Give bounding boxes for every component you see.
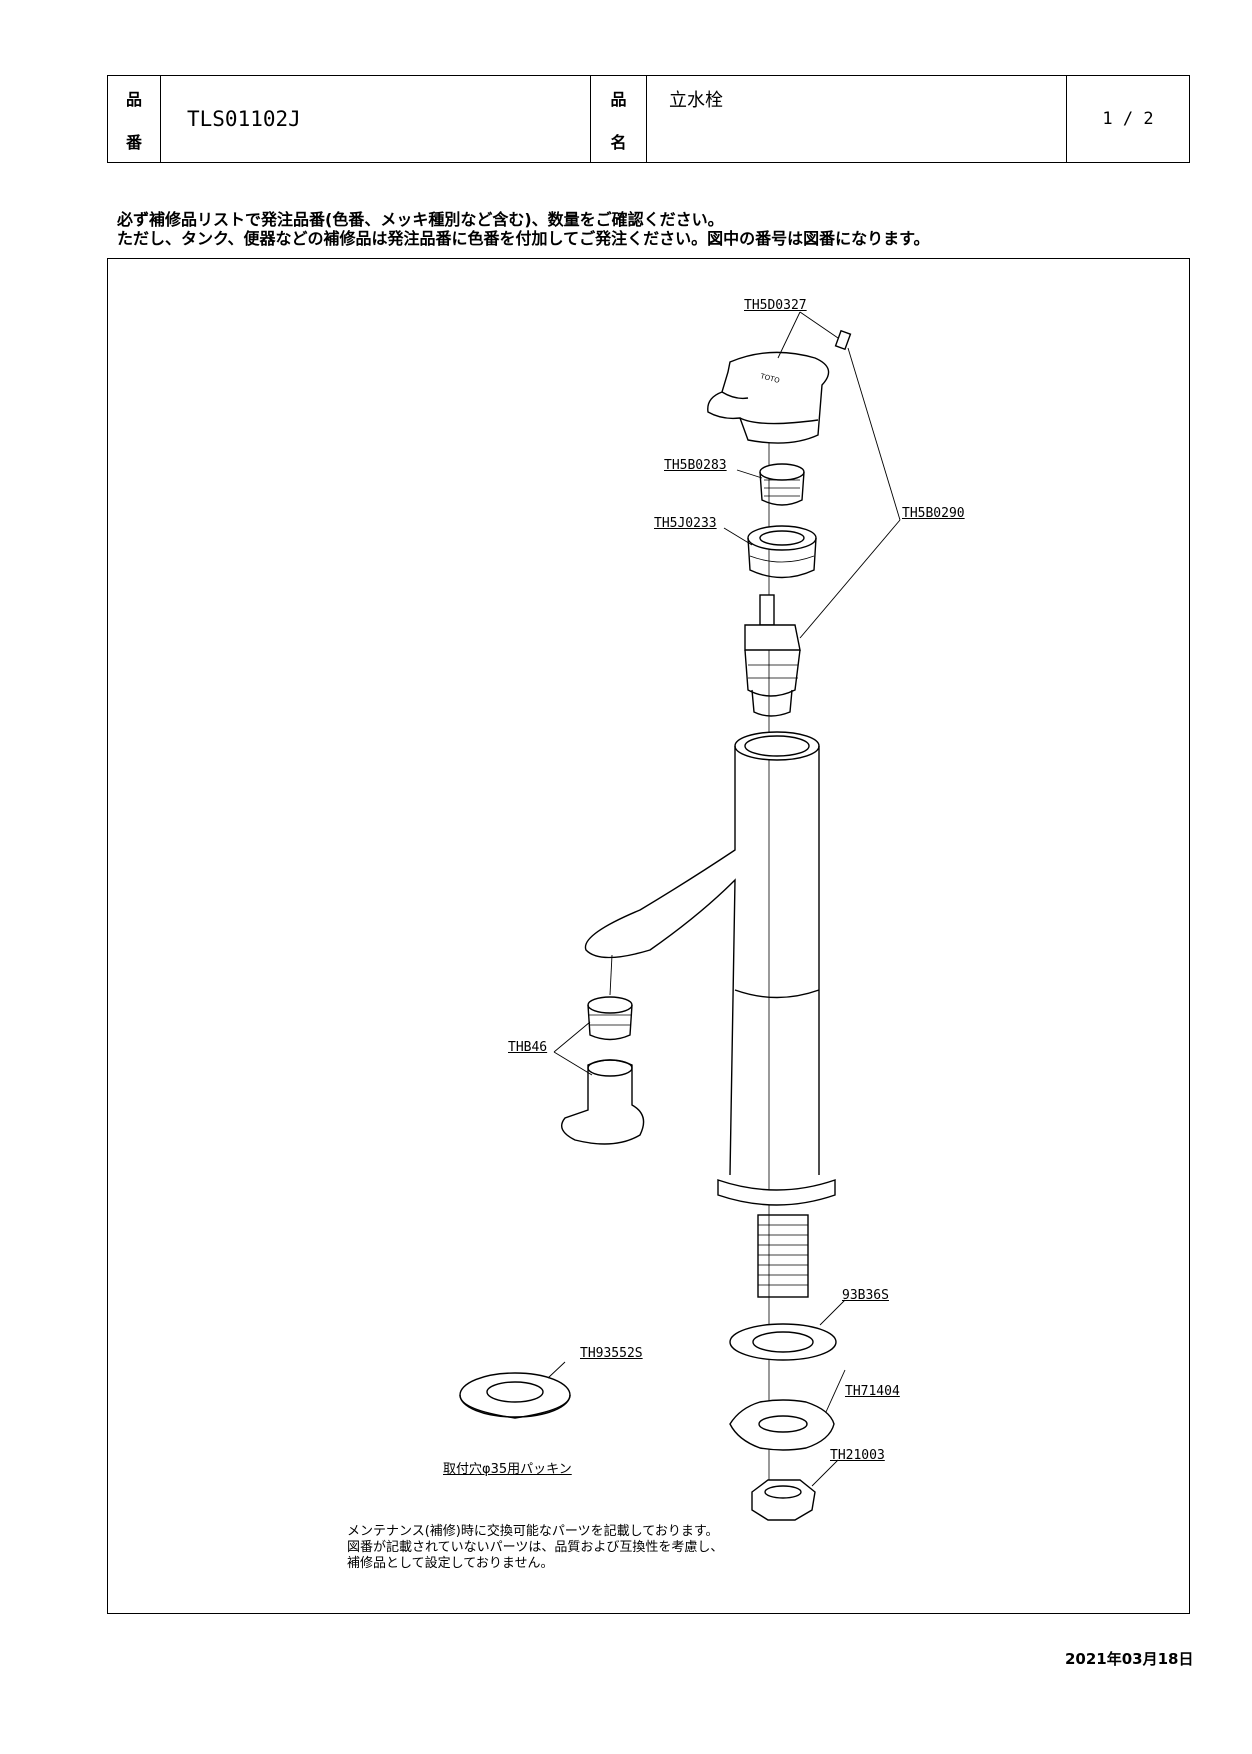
- label-lock-nut: TH21003: [830, 1448, 885, 1463]
- label-aerator: THB46: [508, 1040, 548, 1055]
- page-indicator: 1 / 2: [1102, 109, 1154, 129]
- washer-shape: [729, 1323, 837, 1361]
- leader-lines: [547, 311, 901, 1487]
- leader-lock-nut: [811, 1459, 839, 1487]
- leader-packing: [547, 1361, 566, 1379]
- nut-shape: [747, 525, 817, 579]
- part-number-value: TLS01102J: [161, 76, 591, 162]
- issue-date: 2021年03月18日: [1065, 1650, 1194, 1668]
- aerator-key-shape: [561, 1059, 645, 1145]
- aerator-shape: [587, 996, 633, 1041]
- label-cap: TH5B0283: [664, 458, 727, 473]
- leader-aerator: [553, 1021, 591, 1053]
- cartridge-shape: [744, 594, 801, 717]
- faucet-body-shape: [584, 731, 836, 1298]
- part-number-label: 品 番: [108, 76, 161, 162]
- label-cartridge: TH5B0290: [902, 506, 965, 521]
- maintenance-line-1: メンテナンス(補修)時に交換可能なパーツを記載しております。: [347, 1524, 719, 1539]
- order-notice: 必ず補修品リストで発注品番(色番、メッキ種別など含む)、数量をご確認ください。 …: [117, 210, 929, 248]
- leader-screw: [799, 311, 839, 339]
- spring-washer-shape: [729, 1399, 835, 1451]
- leader-cartridge-top: [847, 347, 901, 521]
- leader-handle: [777, 311, 801, 359]
- notice-line-2: ただし、タンク、便器などの補修品は発注品番に色番を付加してご発注ください。図中の…: [117, 229, 930, 248]
- maintenance-note: メンテナンス(補修)時に交換可能なパーツを記載しております。 図番が記載されてい…: [347, 1524, 723, 1572]
- label-spring-washer: TH71404: [845, 1384, 900, 1399]
- set-screw-shape: [834, 329, 852, 351]
- leader-key: [553, 1051, 593, 1076]
- packing-caption: 取付穴φ35用パッキン: [443, 1462, 572, 1477]
- leader-nut: [723, 527, 753, 546]
- label-packing: TH93552S: [580, 1346, 643, 1361]
- diagram-frame: [107, 258, 1190, 1614]
- product-name-value: 立水栓: [647, 76, 1067, 162]
- handle-shape: TOTO: [707, 351, 830, 444]
- label-handle: TH5D0327: [744, 298, 807, 313]
- lock-nut-shape: [751, 1479, 816, 1521]
- cap-shape: [759, 463, 805, 506]
- leader-spout: [609, 954, 613, 996]
- leader-cartridge: [799, 519, 901, 639]
- label-nut: TH5J0233: [654, 516, 717, 531]
- notice-line-1: 必ず補修品リストで発注品番(色番、メッキ種別など含む)、数量をご確認ください。: [117, 210, 724, 229]
- maintenance-line-3: 補修品として設定しておりません。: [347, 1556, 554, 1571]
- packing-shape: [459, 1372, 571, 1419]
- leader-washer: [819, 1299, 846, 1326]
- leader-cap: [736, 469, 763, 479]
- leader-spring-washer: [825, 1369, 846, 1413]
- maintenance-line-2: 図番が記載されていないパーツは、品質および互換性を考慮し、: [347, 1540, 724, 1555]
- label-washer: 93B36S: [842, 1288, 889, 1303]
- product-name-label: 品 名: [591, 76, 647, 162]
- title-block: 品 番 TLS01102J 品 名 立水栓 1 / 2: [107, 75, 1190, 163]
